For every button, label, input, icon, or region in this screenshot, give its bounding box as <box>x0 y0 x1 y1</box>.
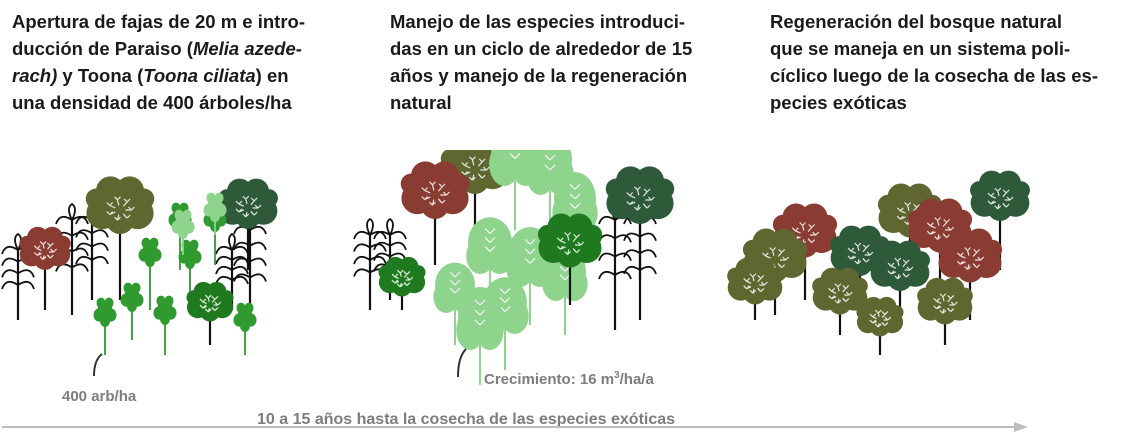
broadleaf-tree <box>400 161 470 265</box>
caption-1-line-1: Apertura de fajas de 20 m e intro- <box>12 11 306 32</box>
caption-1-species-toona: Toona ciliata <box>143 65 256 86</box>
stage-3-natural-forest-illustration <box>727 170 1030 355</box>
growth-label-prefix: Crecimiento: 16 m <box>484 371 615 388</box>
broadleaf-tree <box>537 213 603 305</box>
timeline-label: 10 a 15 años hasta la cosecha de las esp… <box>257 411 676 428</box>
broadleaf-tree <box>605 166 675 280</box>
young-tree <box>120 282 144 340</box>
caption-stage-2: Manejo de las especies introduci- das en… <box>390 8 738 116</box>
young-tree <box>233 302 257 355</box>
broadleaf-tree <box>378 256 426 310</box>
broadleaf-tree <box>186 281 234 345</box>
caption-3-line-3: cíclico luego de la cosecha de las es- <box>770 65 1099 86</box>
caption-1-line-3a: rach) <box>12 65 58 86</box>
young-tree <box>93 297 117 355</box>
broadleaf-tree <box>937 228 1003 320</box>
caption-2-line-4: natural <box>390 92 452 113</box>
growth-label-suffix: /ha/a <box>619 371 654 388</box>
broadleaf-tree <box>870 240 930 325</box>
timeline-arrow <box>2 422 1028 432</box>
sapling-tree <box>456 287 504 385</box>
sapling-tree <box>526 150 574 235</box>
growth-label-superscript: 3 <box>614 370 620 381</box>
broadleaf-tree <box>970 170 1030 270</box>
growth-pointer-mark <box>457 348 467 378</box>
palm-tree <box>598 202 632 330</box>
caption-1-species-melia: Melia azede- <box>192 38 302 59</box>
density-pointer-mark <box>93 353 103 377</box>
caption-1-line-4: una densidad de 400 árboles/ha <box>12 92 292 113</box>
broadleaf-tree <box>218 178 278 270</box>
density-label: 400 arb/ha <box>62 388 137 405</box>
young-tree <box>153 295 177 355</box>
growth-label: Crecimiento: 16 m3/ha/a <box>484 370 654 388</box>
caption-2-line-3: años y manejo de la regeneración <box>390 65 688 86</box>
caption-stage-3: Regeneración del bosque natural que se m… <box>770 8 1118 116</box>
young-tree <box>203 192 227 235</box>
caption-2-line-1: Manejo de las especies introduci- <box>390 11 686 32</box>
stage-2-managed-stand-illustration <box>353 150 675 385</box>
young-tree <box>138 237 162 310</box>
caption-3-line-4: pecies exóticas <box>770 92 907 113</box>
caption-1-line-3d: ) en <box>255 65 289 86</box>
broadleaf-tree <box>812 267 868 335</box>
caption-1-line-3b: y Toona ( <box>57 65 144 86</box>
young-tree <box>171 209 195 255</box>
broadleaf-tree <box>19 226 71 310</box>
caption-3-line-1: Regeneración del bosque natural <box>770 11 1062 32</box>
broadleaf-tree <box>856 296 904 355</box>
broadleaf-tree <box>917 277 973 345</box>
broadleaf-tree <box>85 176 155 300</box>
broadleaf-tree <box>727 257 783 320</box>
caption-stage-1: Apertura de fajas de 20 m e intro- ducci… <box>12 8 360 116</box>
caption-1-line-2a: ducción de Paraiso ( <box>12 38 193 59</box>
caption-2-line-2: das en un ciclo de alrededor de 15 <box>390 38 693 59</box>
caption-3-line-2: que se maneja en un sistema poli- <box>770 38 1071 59</box>
stage-1-planting-illustration <box>1 176 278 355</box>
timeline-arrowhead <box>1014 422 1028 432</box>
